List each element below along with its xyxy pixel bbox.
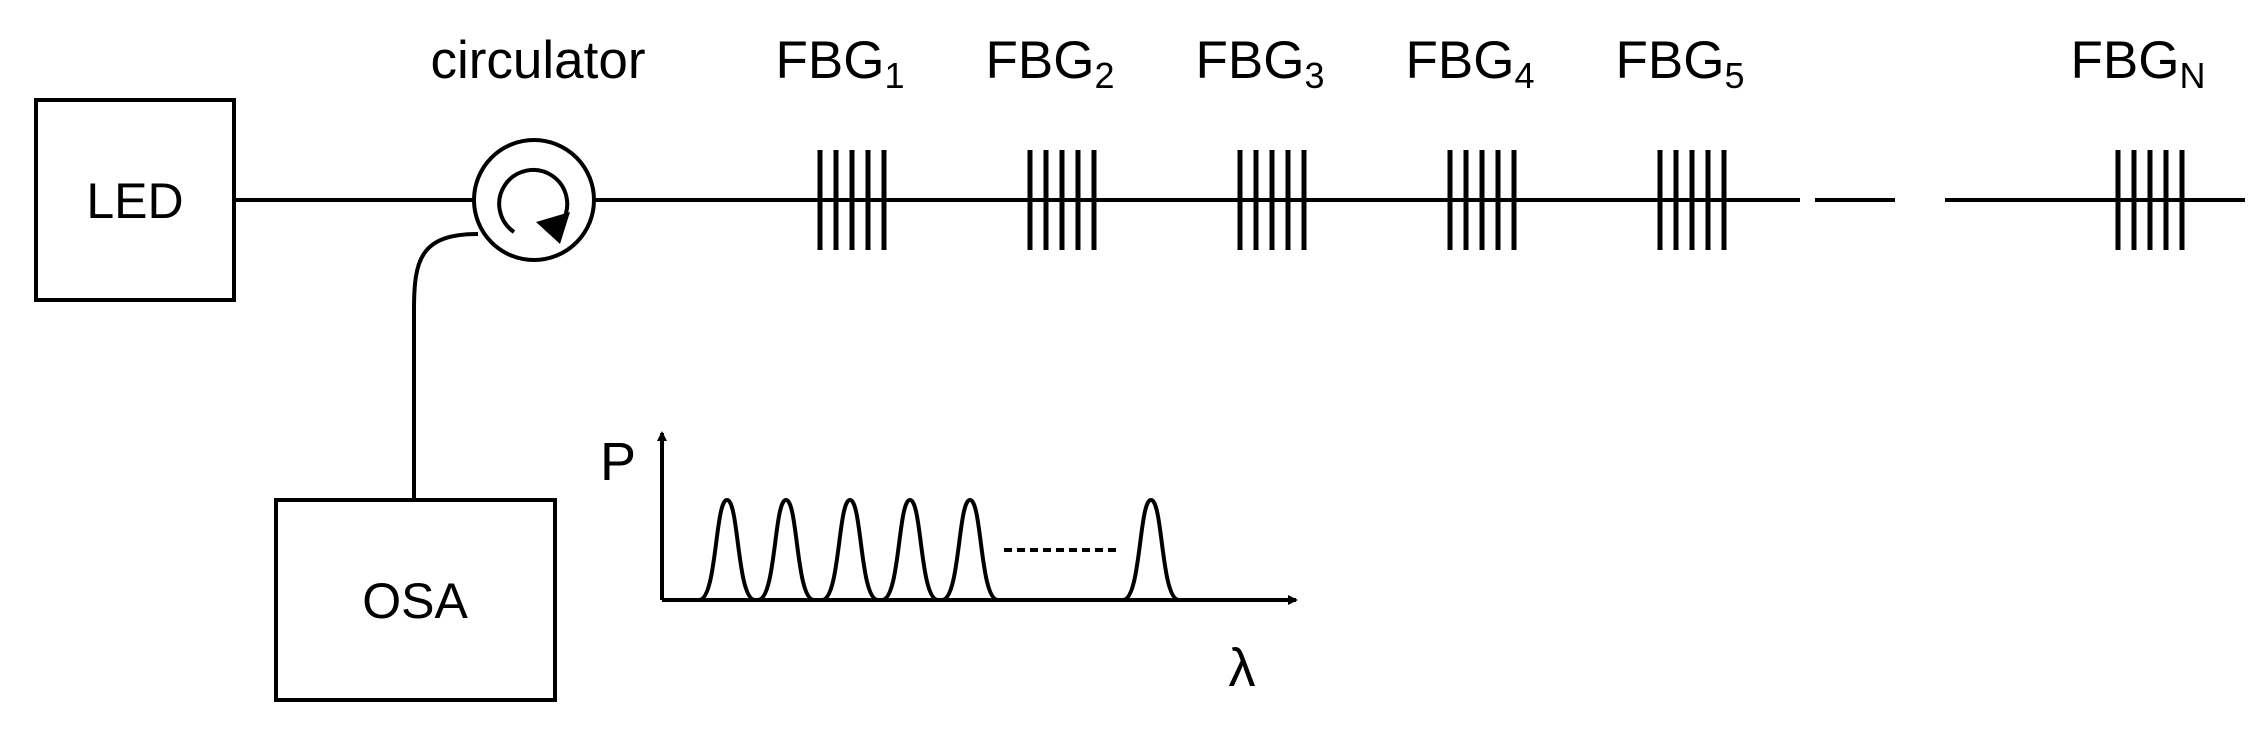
fbg-label-2: FBG2: [986, 31, 1115, 96]
osa-label: OSA: [362, 573, 468, 629]
spectrum-curve: [662, 497, 1240, 602]
circulator-block: circulator: [430, 31, 646, 262]
spectrum-x-label: λ: [1229, 638, 1256, 698]
spectrum-inset: P λ: [600, 431, 1298, 698]
fbg-grating-3: FBG3: [1196, 31, 1325, 250]
fbg-grating-4: FBG4: [1406, 31, 1535, 250]
fbg-grating-6: FBGN: [2071, 31, 2206, 250]
led-label: LED: [86, 173, 183, 229]
circulator-rotation-icon: [497, 167, 570, 234]
fbg-label-6: FBGN: [2071, 31, 2206, 96]
circulator-body: [472, 138, 596, 262]
osa-box: [274, 498, 557, 702]
fbg-label-1: FBG1: [776, 31, 905, 96]
led-block: LED: [34, 98, 236, 302]
circulator-label: circulator: [430, 31, 645, 90]
fbg-grating-5: FBG5: [1616, 31, 1745, 250]
fbg-grating-2: FBG2: [986, 31, 1115, 250]
fbg-grating-1: FBG1: [776, 31, 905, 250]
spectrum-y-label: P: [600, 432, 636, 492]
fbg-label-3: FBG3: [1196, 31, 1325, 96]
fbg-label-5: FBG5: [1616, 31, 1745, 96]
fbg-label-4: FBG4: [1406, 31, 1535, 96]
gratings-layer: FBG1 FBG2 FBG3 FBG4 FBG5 FBGN: [776, 31, 2206, 250]
fiber-circulator-to-osa: [412, 232, 479, 498]
osa-block: OSA: [274, 498, 557, 702]
circulator-arrow-icon: [536, 212, 570, 244]
